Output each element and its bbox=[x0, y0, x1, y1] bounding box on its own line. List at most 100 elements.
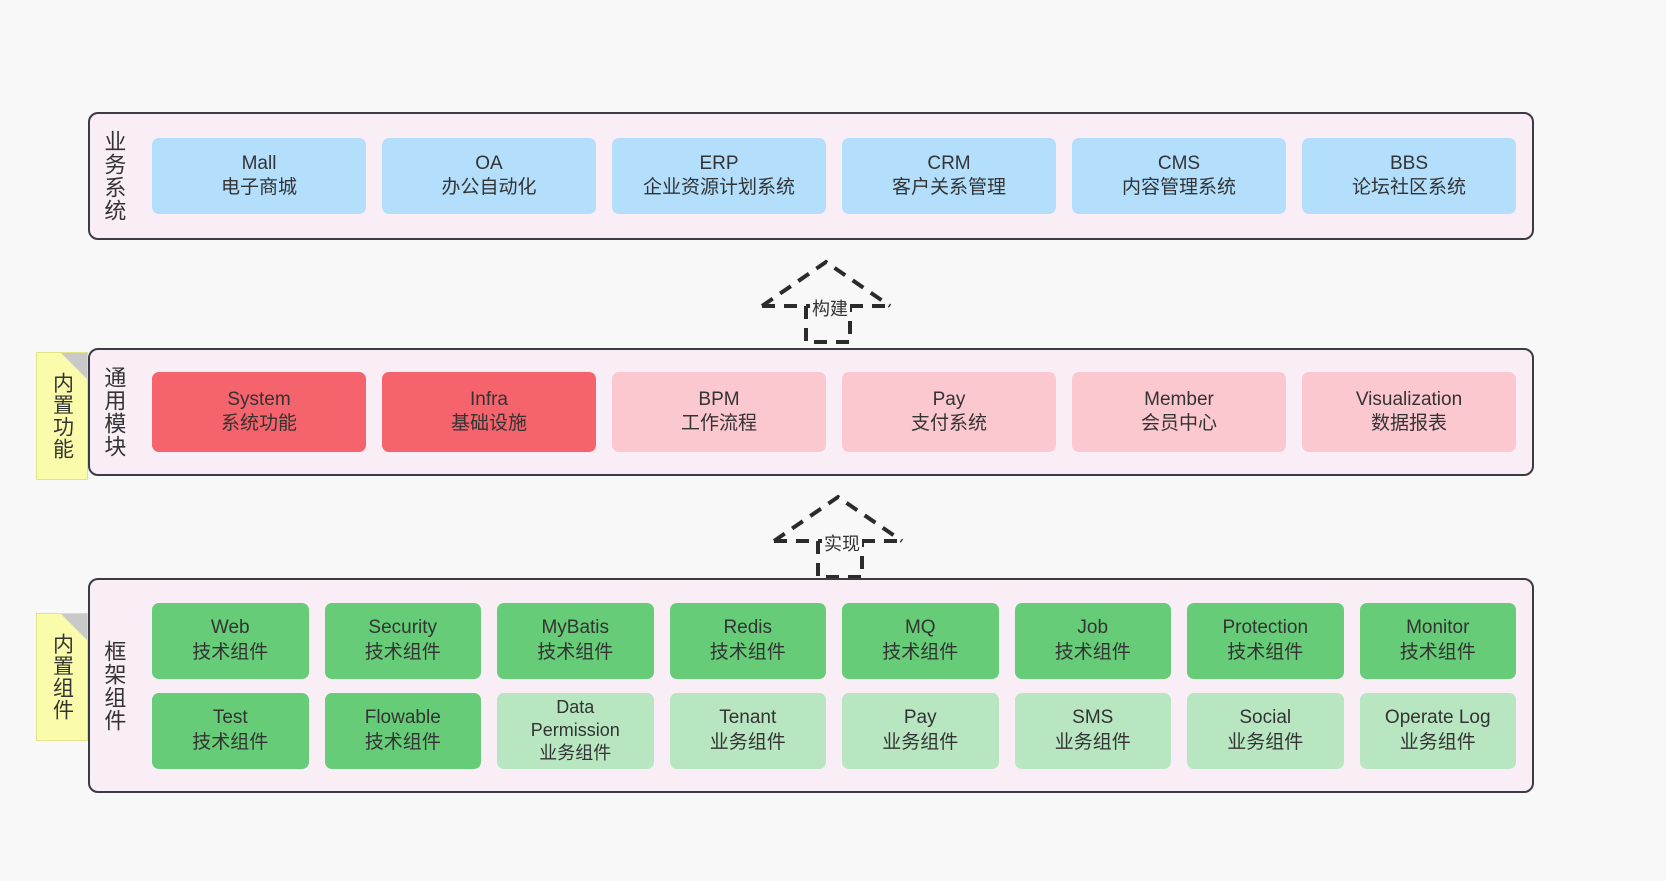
node-sms[interactable]: SMS 业务组件 bbox=[1014, 692, 1171, 769]
node-title-en: Pay bbox=[932, 388, 966, 410]
node-protection[interactable]: Protection 技术组件 bbox=[1187, 602, 1344, 679]
node-title-cn: 业务组件 bbox=[539, 743, 612, 764]
node-title-en: Test bbox=[212, 707, 248, 729]
node-title-en: Infra bbox=[469, 388, 509, 410]
node-title-cn: 技术组件 bbox=[1399, 641, 1476, 663]
generalization-arrow-icon bbox=[760, 259, 892, 344]
node-title-en: BPM bbox=[698, 388, 740, 410]
node-test[interactable]: Test 技术组件 bbox=[152, 692, 309, 769]
node-title-cn: 技术组件 bbox=[882, 641, 959, 663]
node-visualization[interactable]: Visualization 数据报表 bbox=[1302, 372, 1516, 452]
node-title-cn: 论坛社区系统 bbox=[1351, 177, 1466, 198]
node-title-en: Tenant bbox=[719, 707, 777, 729]
node-title-cn: 技术组件 bbox=[192, 731, 269, 753]
node-title-cn: 会员中心 bbox=[1140, 413, 1217, 434]
layer-common-modules-title: 通用模块 bbox=[101, 366, 127, 458]
node-row: System 系统功能 Infra 基础设施 BPM 工作流程 Pay 支付系统… bbox=[152, 372, 1516, 452]
node-infra[interactable]: Infra 基础设施 bbox=[382, 372, 596, 452]
node-data-permission[interactable]: Data Permission 业务组件 bbox=[497, 692, 654, 769]
node-flowable[interactable]: Flowable 技术组件 bbox=[324, 692, 481, 769]
layer-common-modules: 通用模块 System 系统功能 Infra 基础设施 BPM 工作流程 Pay… bbox=[88, 348, 1534, 476]
node-title-cn: 数据报表 bbox=[1370, 413, 1447, 434]
node-title-cn: 电子商城 bbox=[220, 177, 297, 198]
node-mall[interactable]: Mall 电子商城 bbox=[152, 138, 366, 214]
node-title-en: System bbox=[227, 388, 291, 410]
node-title-cn: 技术组件 bbox=[192, 641, 269, 663]
sticky-note-label: 内置组件 bbox=[50, 633, 74, 721]
node-title-en: Flowable bbox=[364, 707, 441, 729]
sticky-note-builtin-features: 内置功能 bbox=[36, 352, 88, 480]
node-title-en: Security bbox=[368, 617, 438, 639]
connector-build: 构建 bbox=[760, 258, 900, 344]
node-bbs[interactable]: BBS 论坛社区系统 bbox=[1302, 138, 1516, 214]
node-erp[interactable]: ERP 企业资源计划系统 bbox=[612, 138, 826, 214]
node-title-en: Monitor bbox=[1406, 617, 1470, 639]
layer-business-system-body: Mall 电子商城 OA 办公自动化 ERP 企业资源计划系统 CRM 客户关系… bbox=[136, 114, 1532, 238]
node-title-en: Protection bbox=[1222, 617, 1309, 639]
layer-business-system: 业务系统 Mall 电子商城 OA 办公自动化 ERP 企业资源计划系统 CRM… bbox=[88, 112, 1534, 240]
node-title-en: MyBatis bbox=[541, 617, 610, 639]
node-title-cn: 内容管理系统 bbox=[1121, 177, 1236, 198]
layer-framework-components-body: Web 技术组件 Security 技术组件 MyBatis 技术组件 Redi… bbox=[136, 580, 1532, 791]
layer-common-modules-body: System 系统功能 Infra 基础设施 BPM 工作流程 Pay 支付系统… bbox=[136, 350, 1532, 474]
node-title-cn: 业务组件 bbox=[1227, 731, 1304, 753]
node-cms[interactable]: CMS 内容管理系统 bbox=[1072, 138, 1286, 214]
node-member[interactable]: Member 会员中心 bbox=[1072, 372, 1286, 452]
node-title-cn: 系统功能 bbox=[220, 413, 297, 434]
connector-implement: 实现 bbox=[772, 493, 912, 579]
node-title-en: BBS bbox=[1389, 152, 1429, 174]
node-title-en: MQ bbox=[904, 617, 936, 639]
node-system[interactable]: System 系统功能 bbox=[152, 372, 366, 452]
node-title-en: Member bbox=[1144, 388, 1214, 410]
node-title-en: Redis bbox=[723, 617, 773, 639]
generalization-arrow-icon bbox=[772, 494, 904, 579]
node-tenant[interactable]: Tenant 业务组件 bbox=[669, 692, 826, 769]
node-mq[interactable]: MQ 技术组件 bbox=[842, 602, 999, 679]
sticky-note-builtin-components: 内置组件 bbox=[36, 613, 88, 741]
node-title-cn: 技术组件 bbox=[1227, 641, 1304, 663]
node-job[interactable]: Job 技术组件 bbox=[1014, 602, 1171, 679]
node-title-cn: 企业资源计划系统 bbox=[642, 177, 795, 198]
node-title-en: Job bbox=[1077, 617, 1109, 639]
node-title-en: SMS bbox=[1072, 707, 1114, 729]
node-title-en: Mall bbox=[241, 152, 277, 174]
node-security[interactable]: Security 技术组件 bbox=[324, 602, 481, 679]
node-title-cn: 客户关系管理 bbox=[891, 177, 1006, 198]
layer-framework-components-title: 框架组件 bbox=[101, 639, 127, 732]
node-pay-component[interactable]: Pay 业务组件 bbox=[842, 692, 999, 769]
node-title-en: OA bbox=[475, 152, 503, 174]
node-oa[interactable]: OA 办公自动化 bbox=[382, 138, 596, 214]
connector-implement-label: 实现 bbox=[822, 530, 862, 556]
node-title-cn: 技术组件 bbox=[537, 641, 614, 663]
node-pay[interactable]: Pay 支付系统 bbox=[842, 372, 1056, 452]
node-title-en: CMS bbox=[1157, 152, 1201, 174]
node-redis[interactable]: Redis 技术组件 bbox=[669, 602, 826, 679]
node-title-en: Social bbox=[1239, 707, 1292, 729]
node-title-cn: 技术组件 bbox=[709, 641, 786, 663]
node-title-cn: 基础设施 bbox=[450, 413, 527, 434]
node-row: Web 技术组件 Security 技术组件 MyBatis 技术组件 Redi… bbox=[152, 602, 1516, 679]
node-operate-log[interactable]: Operate Log 业务组件 bbox=[1359, 692, 1516, 769]
node-title-cn: 工作流程 bbox=[680, 413, 757, 434]
node-title-cn: 业务组件 bbox=[709, 731, 786, 753]
node-mybatis[interactable]: MyBatis 技术组件 bbox=[497, 602, 654, 679]
node-title-cn: 业务组件 bbox=[1399, 731, 1476, 753]
node-row: Test 技术组件 Flowable 技术组件 Data Permission … bbox=[152, 692, 1516, 769]
node-title-cn: 支付系统 bbox=[910, 413, 987, 434]
node-title-en: Data Permission bbox=[530, 696, 620, 740]
node-title-en: CRM bbox=[927, 152, 971, 174]
node-title-cn: 技术组件 bbox=[1054, 641, 1131, 663]
layer-business-system-title: 业务系统 bbox=[101, 130, 127, 222]
node-title-cn: 技术组件 bbox=[364, 641, 441, 663]
node-web[interactable]: Web 技术组件 bbox=[152, 602, 309, 679]
node-title-en: Pay bbox=[903, 707, 937, 729]
node-crm[interactable]: CRM 客户关系管理 bbox=[842, 138, 1056, 214]
node-monitor[interactable]: Monitor 技术组件 bbox=[1359, 602, 1516, 679]
node-title-en: Visualization bbox=[1355, 388, 1463, 410]
node-title-en: Operate Log bbox=[1384, 707, 1491, 729]
node-social[interactable]: Social 业务组件 bbox=[1187, 692, 1344, 769]
node-title-cn: 技术组件 bbox=[364, 731, 441, 753]
node-row: Mall 电子商城 OA 办公自动化 ERP 企业资源计划系统 CRM 客户关系… bbox=[152, 138, 1516, 214]
node-bpm[interactable]: BPM 工作流程 bbox=[612, 372, 826, 452]
